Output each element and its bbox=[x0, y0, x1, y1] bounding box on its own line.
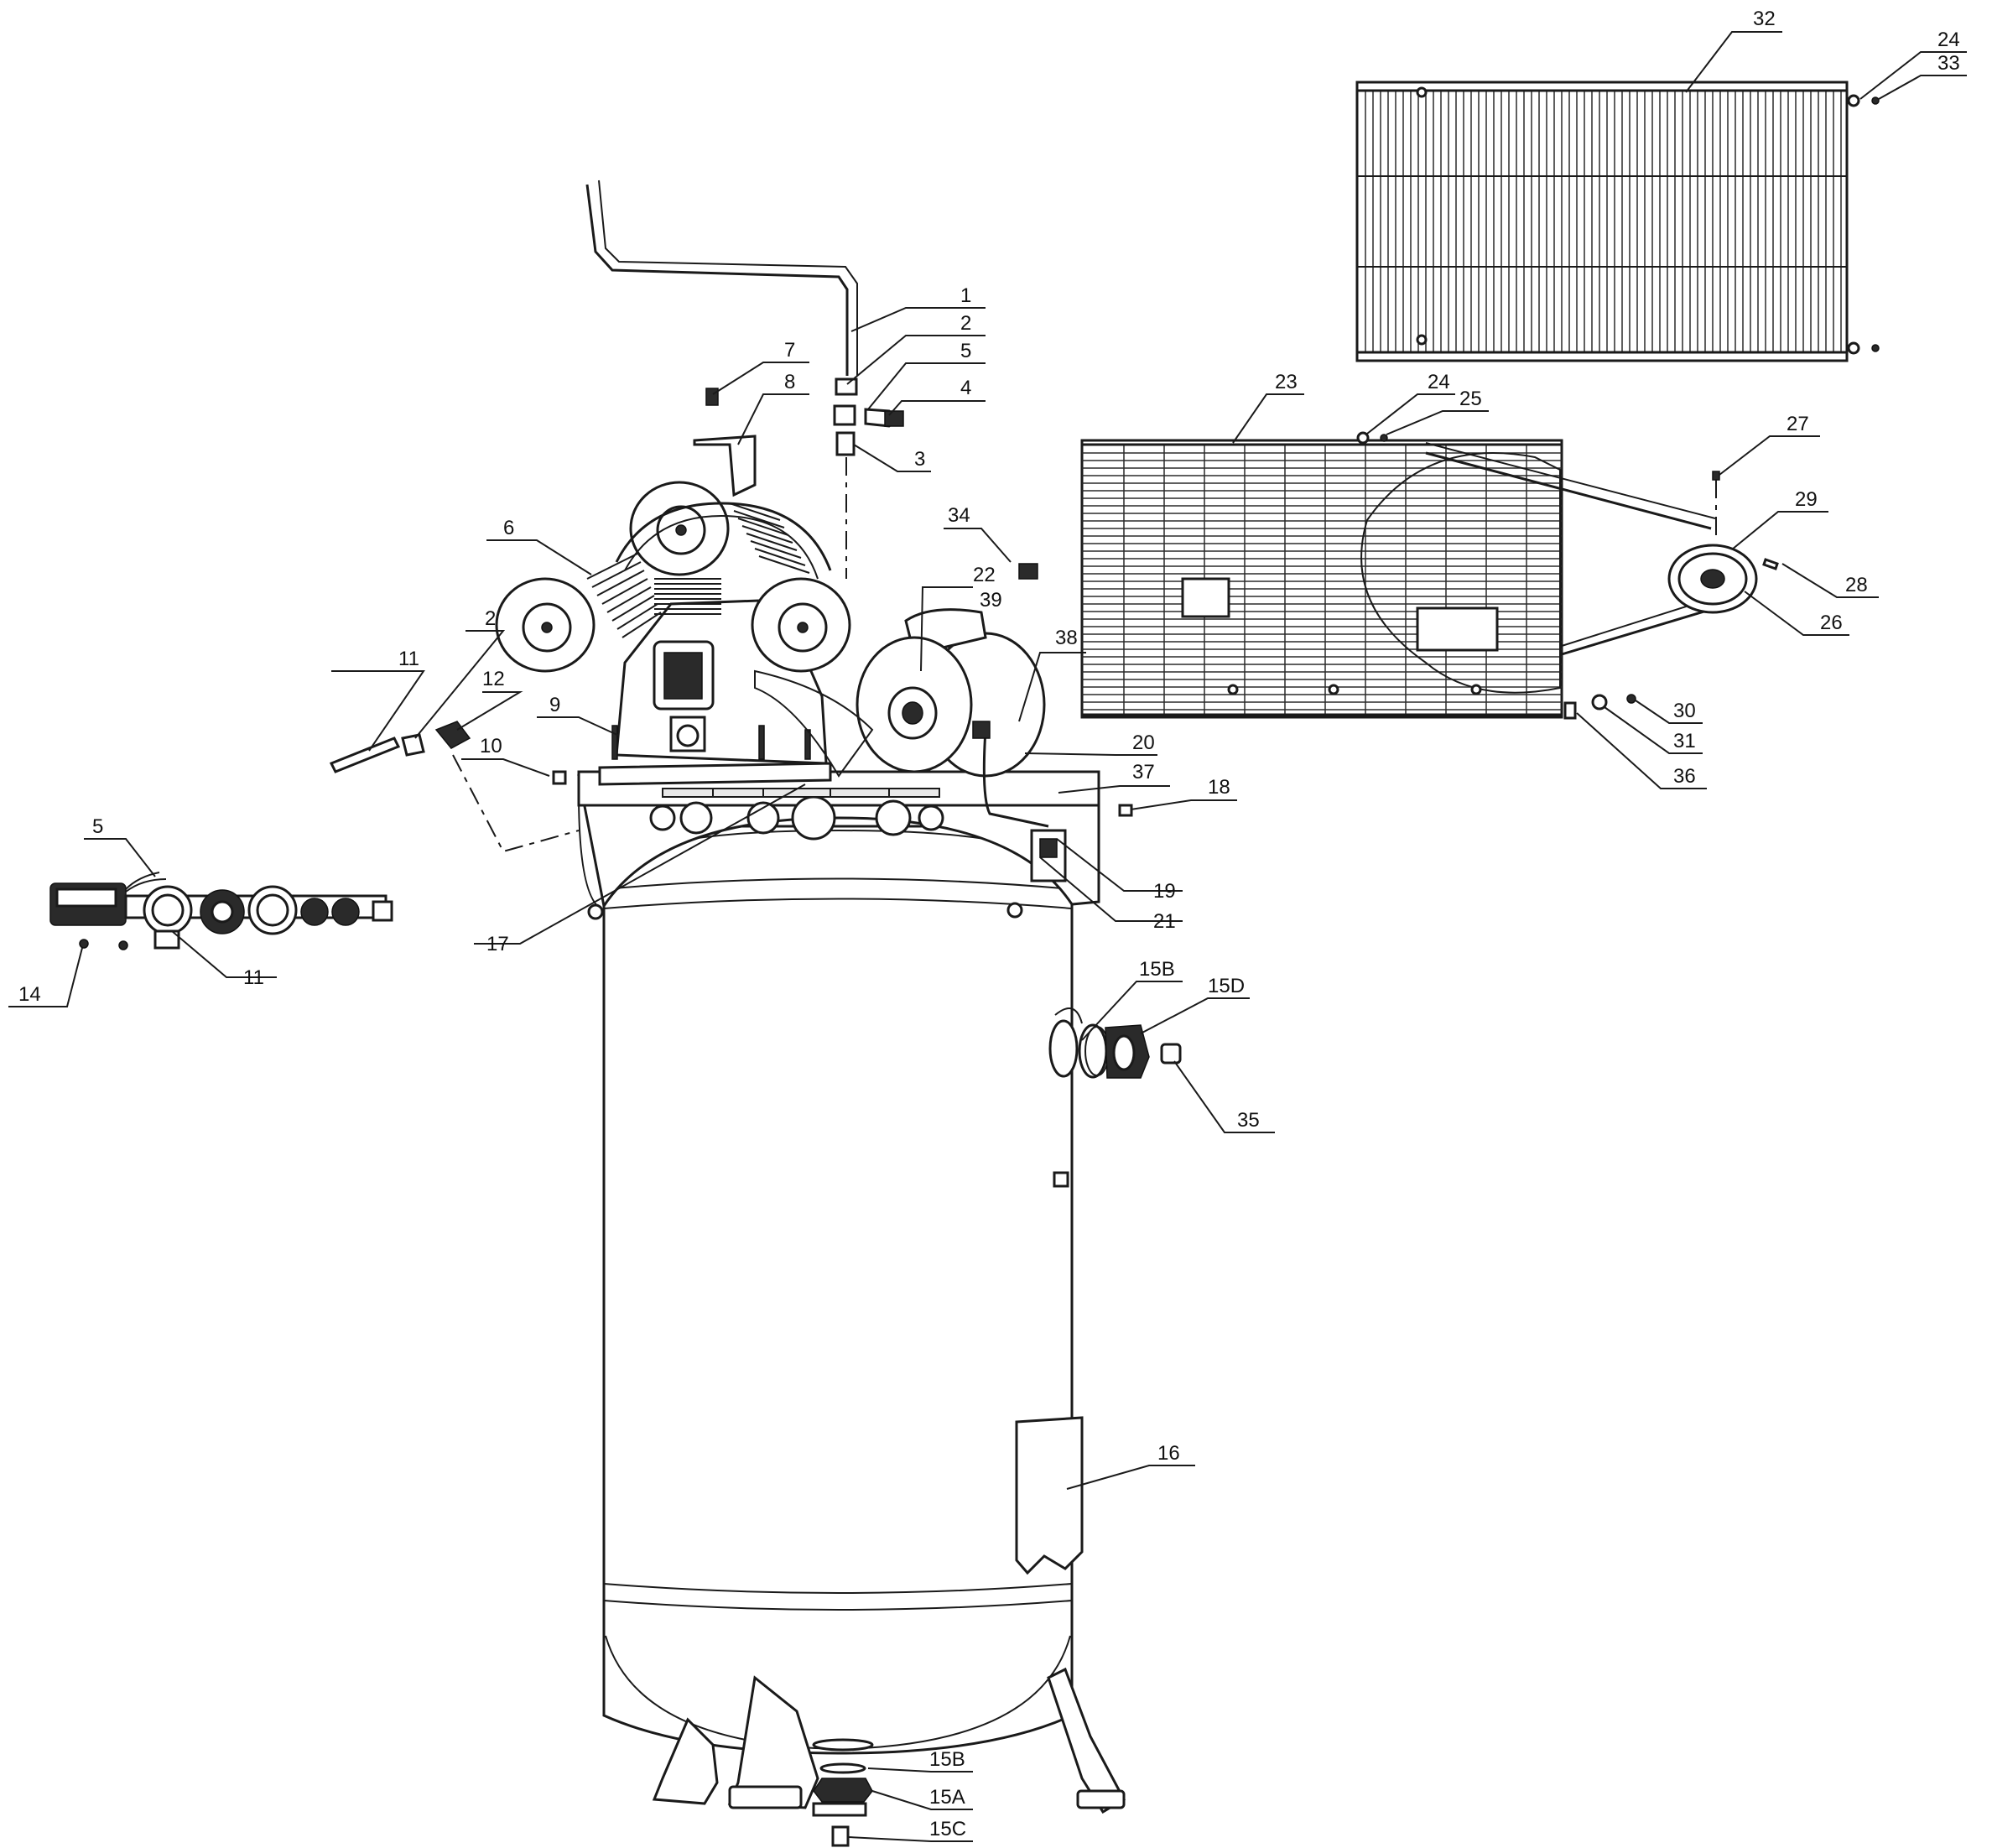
callout-28: 28 bbox=[1845, 574, 1868, 596]
callout-34: 34 bbox=[948, 504, 970, 527]
callout-19: 19 bbox=[1153, 880, 1176, 903]
callout-18: 18 bbox=[1208, 776, 1230, 799]
callout-labels: 1 2 5 4 3 7 8 6 34 22 39 38 11 2 12 9 10… bbox=[18, 8, 1960, 1840]
callout-16: 16 bbox=[1157, 1442, 1180, 1465]
callout-9: 9 bbox=[549, 694, 560, 716]
callout-24-mid: 24 bbox=[1428, 371, 1450, 393]
tank-feet bbox=[652, 1667, 1126, 1814]
callout-14: 14 bbox=[18, 983, 41, 1006]
belt-guard-front-panel bbox=[1080, 431, 1563, 719]
callout-25: 25 bbox=[1459, 388, 1482, 410]
callout-37: 37 bbox=[1132, 761, 1155, 783]
drain-valve-assembly bbox=[812, 1738, 874, 1847]
callout-21: 21 bbox=[1153, 910, 1176, 933]
callout-12: 12 bbox=[482, 668, 505, 690]
callout-31: 31 bbox=[1673, 730, 1696, 752]
callout-2: 2 bbox=[960, 312, 971, 335]
callout-15B-bottom: 15B bbox=[929, 1748, 965, 1771]
callout-20: 20 bbox=[1132, 731, 1155, 754]
pressure-switch-manifold bbox=[49, 872, 393, 950]
compressor-pump bbox=[495, 481, 874, 786]
callout-5-manifold: 5 bbox=[92, 815, 103, 838]
callout-22: 22 bbox=[973, 564, 996, 586]
callout-10: 10 bbox=[480, 735, 502, 757]
callout-17: 17 bbox=[486, 933, 509, 955]
callout-11: 11 bbox=[398, 648, 419, 670]
callout-15D: 15D bbox=[1208, 975, 1245, 997]
callout-29: 29 bbox=[1795, 488, 1818, 511]
callout-11-manifold: 11 bbox=[243, 966, 264, 989]
callout-30: 30 bbox=[1673, 700, 1696, 722]
callout-3: 3 bbox=[914, 448, 925, 471]
callout-24-top: 24 bbox=[1937, 29, 1960, 51]
callout-39: 39 bbox=[980, 589, 1002, 612]
electric-motor bbox=[856, 608, 1049, 828]
callout-32: 32 bbox=[1753, 8, 1776, 30]
callout-15C: 15C bbox=[929, 1818, 966, 1840]
callout-36: 36 bbox=[1673, 765, 1696, 788]
callout-26: 26 bbox=[1820, 612, 1843, 634]
callout-15B-side: 15B bbox=[1139, 958, 1175, 981]
side-port-fittings bbox=[1048, 1007, 1182, 1188]
callout-4: 4 bbox=[960, 377, 971, 399]
callout-27: 27 bbox=[1787, 413, 1809, 435]
tank-label bbox=[1015, 1416, 1084, 1575]
callout-7: 7 bbox=[784, 339, 795, 362]
belt-guard-back-panel bbox=[1355, 81, 1880, 362]
mounting-saddle bbox=[577, 770, 1100, 920]
callout-23: 23 bbox=[1275, 371, 1298, 393]
callout-8: 8 bbox=[784, 371, 795, 393]
air-tank bbox=[602, 825, 1074, 1755]
callout-1: 1 bbox=[960, 284, 971, 307]
callout-35: 35 bbox=[1237, 1109, 1260, 1132]
belt-and-pulley bbox=[1425, 442, 1779, 720]
callout-15A: 15A bbox=[929, 1786, 965, 1809]
leader-lines bbox=[8, 31, 1967, 1842]
discharge-tube bbox=[585, 180, 1038, 580]
callout-5: 5 bbox=[960, 340, 971, 362]
callout-33: 33 bbox=[1937, 52, 1960, 75]
callout-6: 6 bbox=[503, 517, 514, 539]
callout-38: 38 bbox=[1055, 627, 1078, 649]
callout-2-left: 2 bbox=[485, 607, 496, 630]
